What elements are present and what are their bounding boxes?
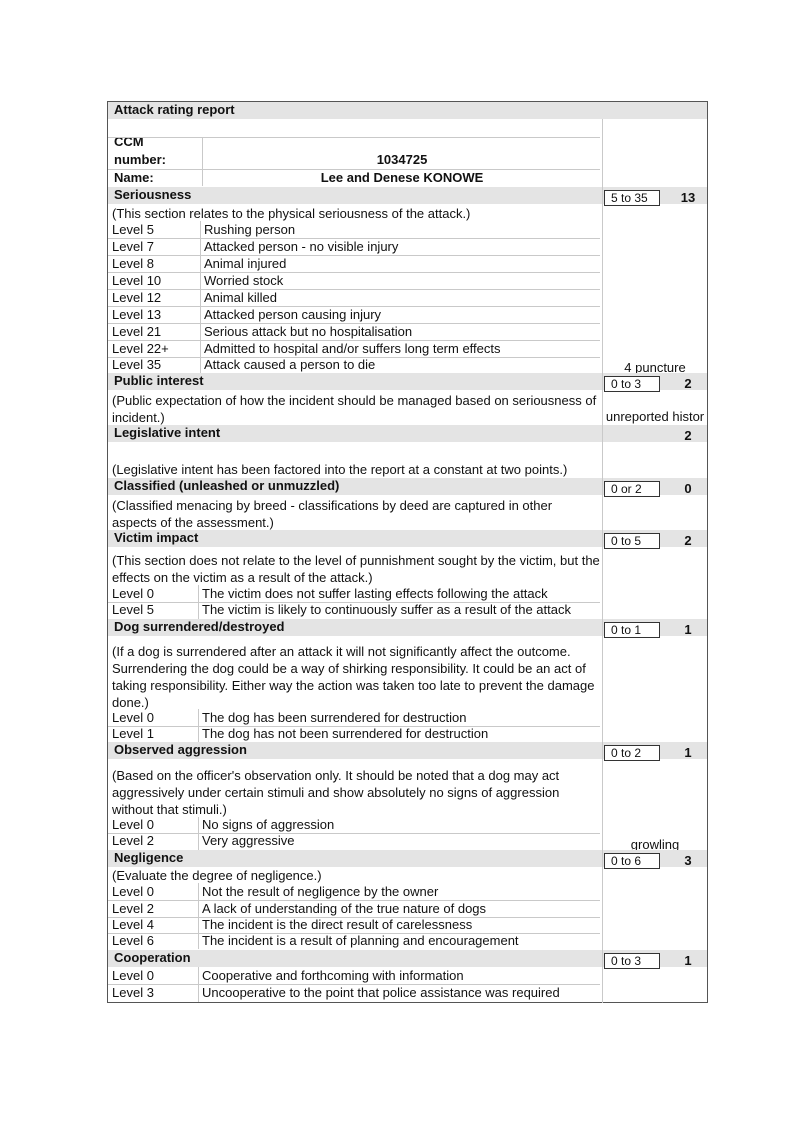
seriousness-title: Seriousness (114, 187, 192, 202)
level-description: The incident is a result of planning and… (202, 933, 519, 948)
observed-aggression-note: growling (630, 837, 680, 852)
victim-impact-band (108, 530, 707, 547)
level-label: Level 7 (112, 239, 154, 254)
level-label: Level 22+ (112, 341, 169, 356)
legislative-intent-band (108, 425, 707, 442)
level-description: Animal injured (204, 256, 287, 271)
level-description: Admitted to hospital and/or suffers long… (204, 341, 501, 356)
level-description: The incident is the direct result of car… (202, 917, 473, 932)
level-label: Level 0 (112, 710, 154, 725)
level-description: Not the result of negligence by the owne… (202, 884, 439, 899)
level-label: Level 21 (112, 324, 162, 339)
level-description: Serious attack but no hospitalisation (204, 324, 413, 339)
attack-rating-report: Attack rating report CCM number: 1034725… (107, 101, 708, 1003)
dog-surrendered-title: Dog surrendered/destroyed (114, 619, 285, 634)
victim-impact-range: 0 to 5 (604, 533, 660, 549)
public-interest-band (108, 373, 707, 390)
legislative-intent-description: (Legislative intent has been factored in… (112, 462, 568, 477)
level-description: The dog has been surrendered for destruc… (202, 710, 467, 725)
legislative-intent-score: 2 (684, 428, 692, 443)
level-description: Very aggressive (202, 833, 295, 848)
dog-surrendered-score: 1 (684, 622, 692, 637)
cooperation-range: 0 to 3 (604, 953, 660, 969)
level-label: Level 12 (112, 290, 162, 305)
level-label: Level 0 (112, 817, 154, 832)
victim-impact-description: (This section does not relate to the lev… (112, 553, 600, 585)
level-label: Level 0 (112, 968, 154, 983)
classified-range: 0 or 2 (604, 481, 660, 497)
observed-aggression-title: Observed aggression (114, 742, 247, 757)
legislative-intent-title: Legislative intent (114, 425, 221, 440)
public-interest-description: (Public expectation of how the incident … (112, 393, 597, 425)
ccm-number: 1034725 (376, 152, 428, 167)
level-label: Level 6 (112, 933, 154, 948)
level-label: Level 1 (112, 726, 154, 741)
observed-aggression-range: 0 to 2 (604, 745, 660, 761)
level-label: Level 35 (112, 357, 162, 372)
level-label: Level 8 (112, 256, 154, 271)
public-interest-range: 0 to 3 (604, 376, 660, 392)
victim-impact-title: Victim impact (114, 530, 199, 545)
level-description: Attacked person causing injury (204, 307, 382, 322)
negligence-score: 3 (684, 853, 692, 868)
seriousness-score: 13 (680, 190, 696, 205)
cooperation-band (108, 950, 707, 967)
level-description: Cooperative and forthcoming with informa… (202, 968, 464, 983)
level-description: Uncooperative to the point that police a… (202, 985, 560, 1000)
public-interest-note: unreported histor (605, 409, 705, 424)
ccm-number-label: number: (114, 152, 166, 167)
level-description: Animal killed (204, 290, 277, 305)
seriousness-description: (This section relates to the physical se… (112, 206, 471, 221)
report-title: Attack rating report (114, 102, 235, 117)
level-label: Level 3 (112, 985, 154, 1000)
level-label: Level 5 (112, 222, 154, 237)
level-label: Level 0 (112, 586, 154, 601)
public-interest-title: Public interest (114, 373, 204, 388)
name-value: Lee and Denese KONOWE (320, 170, 484, 185)
observed-aggression-description: (Based on the officer's observation only… (112, 768, 560, 817)
negligence-title: Negligence (114, 850, 184, 865)
level-label: Level 0 (112, 884, 154, 899)
level-description: Worried stock (204, 273, 284, 288)
level-description: Rushing person (204, 222, 296, 237)
classified-title: Classified (unleashed or unmuzzled) (114, 478, 340, 493)
level-description: The victim does not suffer lasting effec… (202, 586, 548, 601)
victim-impact-score: 2 (684, 533, 692, 548)
dog-surrendered-range: 0 to 1 (604, 622, 660, 638)
level-label: Level 2 (112, 833, 154, 848)
level-description: The dog has not been surrendered for des… (202, 726, 489, 741)
level-label: Level 4 (112, 917, 154, 932)
level-description: A lack of understanding of the true natu… (202, 901, 487, 916)
observed-aggression-score: 1 (684, 745, 692, 760)
title-band (108, 102, 707, 119)
cooperation-score: 1 (684, 953, 692, 968)
public-interest-score: 2 (684, 376, 692, 391)
seriousness-note: 4 puncture (624, 360, 686, 375)
negligence-range: 0 to 6 (604, 853, 660, 869)
level-description: Attack caused a person to die (204, 357, 376, 372)
level-description: The victim is likely to continuously suf… (202, 602, 571, 617)
name-label: Name: (114, 170, 154, 185)
level-label: Level 10 (112, 273, 162, 288)
seriousness-band (108, 187, 707, 204)
level-label: Level 5 (112, 602, 154, 617)
level-description: No signs of aggression (202, 817, 335, 832)
negligence-band (108, 850, 707, 867)
dog-surrendered-band (108, 619, 707, 636)
classified-band (108, 478, 707, 495)
level-description: Attacked person - no visible injury (204, 239, 399, 254)
observed-aggression-band (108, 742, 707, 759)
classified-score: 0 (684, 481, 692, 496)
level-label: Level 2 (112, 901, 154, 916)
classified-description: (Classified menacing by breed - classifi… (112, 498, 553, 530)
cooperation-title: Cooperation (114, 950, 191, 965)
dog-surrendered-description: (If a dog is surrendered after an attack… (112, 644, 595, 710)
negligence-description: (Evaluate the degree of negligence.) (112, 868, 322, 883)
level-label: Level 13 (112, 307, 162, 322)
seriousness-range: 5 to 35 (604, 190, 660, 206)
